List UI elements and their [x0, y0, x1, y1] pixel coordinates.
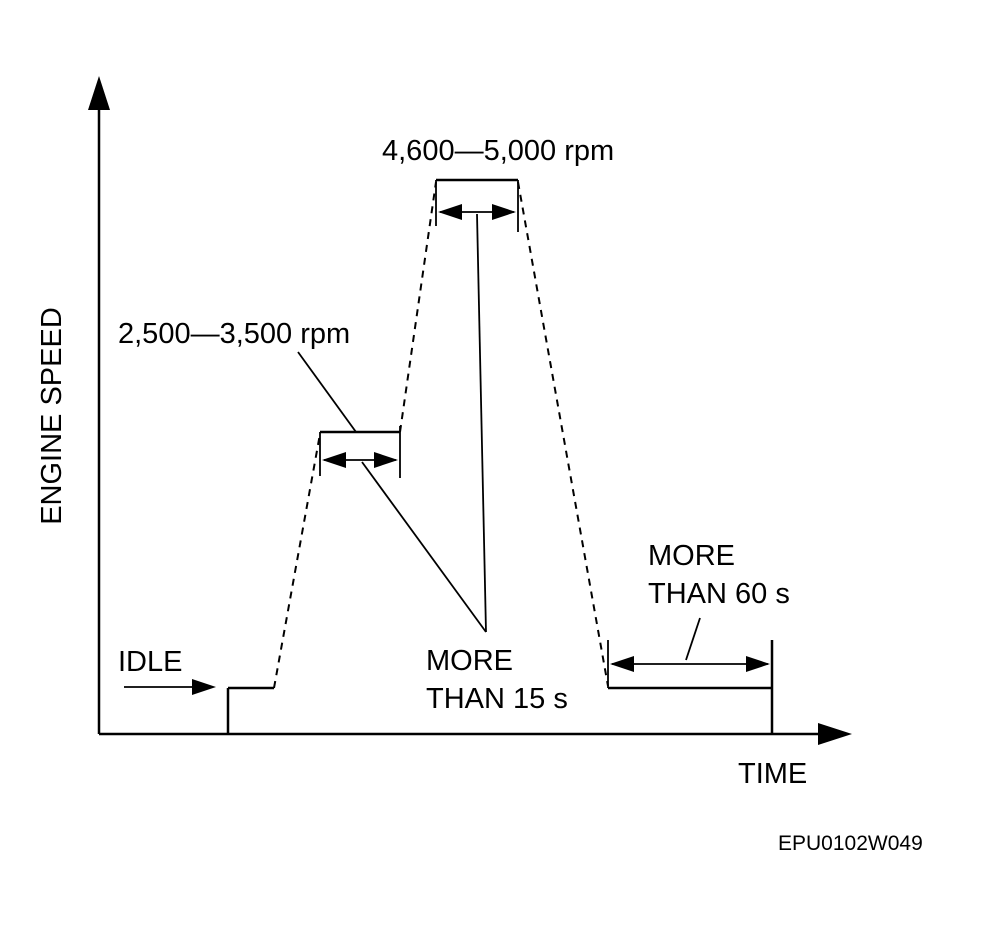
ramp-up-2-dashed	[399, 181, 437, 433]
second-speed-range-label: 4,600—5,000 rpm	[382, 135, 614, 167]
final-idle-arrow-left	[610, 656, 634, 672]
plateau-2-arrow-right	[492, 204, 516, 220]
plateau-2-arrow-left	[438, 204, 462, 220]
first-speed-leader-line	[297, 351, 357, 433]
idle-pointer-arrowhead	[192, 679, 216, 695]
first-speed-range-label: 2,500—3,500 rpm	[118, 318, 350, 350]
x-axis-label: TIME	[738, 758, 807, 790]
dimension-arrows	[124, 204, 770, 695]
ramp-up-1-dashed	[273, 433, 321, 689]
axes	[88, 76, 852, 745]
y-axis-arrowhead	[88, 76, 110, 110]
plateau-1-arrow-right	[374, 452, 398, 468]
hold-60-leader-line	[685, 617, 701, 661]
ramp-down-dashed	[517, 181, 609, 687]
speed-profile	[226, 178, 774, 734]
hold-15-leader-to-plateau-2	[476, 213, 487, 633]
hold-60-label-line2: THAN 60 s	[648, 578, 790, 610]
hold-15-leader-to-plateau-1	[361, 461, 487, 633]
y-axis-label: ENGINE SPEED	[36, 307, 68, 525]
final-idle-arrow-right	[746, 656, 770, 672]
hold-60-label-line1: MORE	[648, 540, 735, 572]
plateau-1-arrow-left	[322, 452, 346, 468]
x-axis-arrowhead	[818, 723, 852, 745]
hold-15-label-line1: MORE	[426, 645, 513, 677]
hold-15-label-line2: THAN 15 s	[426, 683, 568, 715]
idle-label: IDLE	[118, 646, 182, 678]
figure-code: EPU0102W049	[778, 832, 923, 855]
leader-lines	[297, 213, 701, 661]
